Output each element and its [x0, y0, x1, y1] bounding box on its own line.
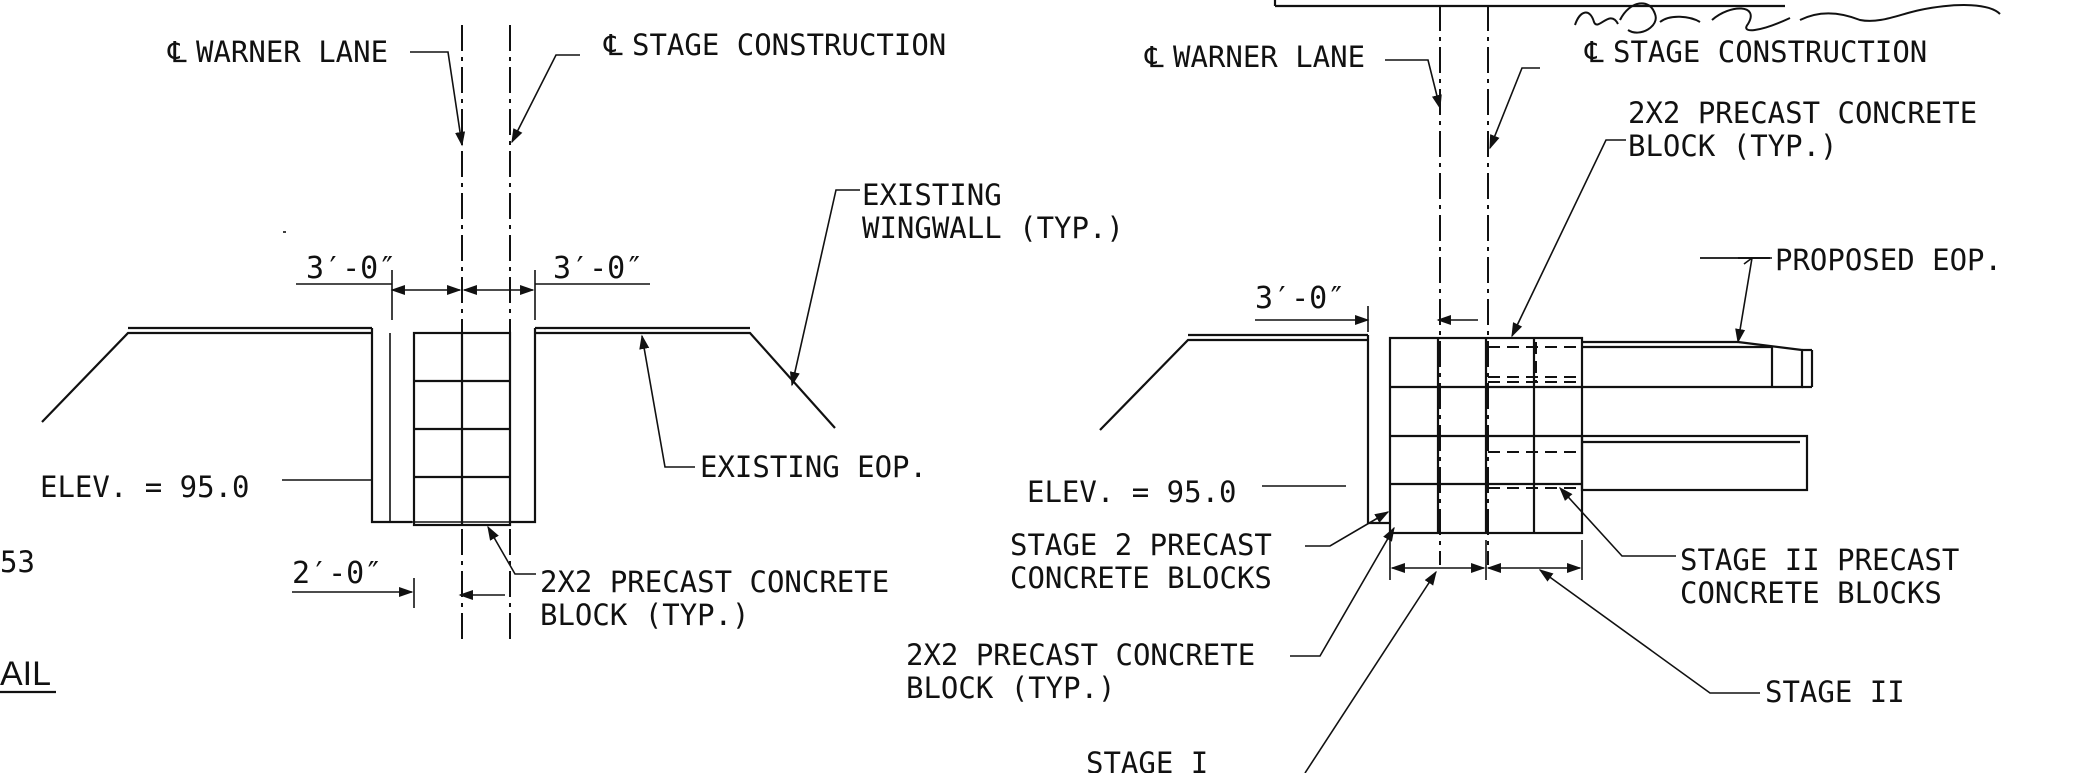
left-existing-grade-right: [535, 331, 836, 429]
left-excavation-right-wall: [510, 328, 537, 524]
right-stage-ii-blocks-2: CONCRETE BLOCKS: [1680, 576, 1942, 610]
right-stage2-label-1: STAGE 2 PRECAST: [1010, 528, 1272, 562]
right-eop-unused: [1740, 258, 1770, 278]
right-eop-unused: [1742, 258, 1770, 270]
right-eop-unused: [1740, 258, 1770, 278]
right-stage-ii-blocks-leader: [1559, 486, 1676, 557]
right-precast-block-assembly: [1388, 336, 1584, 535]
right-elev-label: ELEV. = 95.0: [1027, 475, 1237, 509]
right-block-label-top-2: BLOCK (TYP.): [1628, 129, 1838, 163]
left-stage-construction-label: STAGE CONSTRUCTION: [632, 28, 946, 62]
right-block-label-bottom-1: 2X2 PRECAST CONCRETE: [906, 638, 1255, 672]
right-eop-unused: [1738, 258, 1770, 270]
left-existing-grade-left: [41, 331, 372, 423]
left-block-label-1: 2X2 PRECAST CONCRETE: [540, 565, 889, 599]
left-wingwall-label-2: WINGWALL (TYP.): [862, 211, 1124, 245]
left-dim-3ft-left: 3′-0″: [306, 251, 396, 286]
right-proposed-pavement: [1580, 340, 1814, 492]
right-existing-grade-left: [1099, 338, 1368, 431]
right-proposed-eop-arrow: [1735, 257, 1770, 344]
left-existing-eop-label: EXISTING EOP.: [700, 450, 927, 484]
right-excavation-wall: [1366, 335, 1390, 525]
right-eop-unused: [1742, 258, 1770, 270]
right-eop-unused: [1668, 258, 1770, 338]
left-existing-eop-leader: [639, 334, 695, 468]
right-eop-unused: [1738, 258, 1770, 270]
right-stage-i-leader: [1304, 570, 1437, 773]
right-block-label-bottom-2: BLOCK (TYP.): [906, 671, 1116, 705]
right-eop-unused: [1738, 258, 1770, 270]
left-elev-label: ELEV. = 95.0: [40, 470, 250, 504]
left-dim-3ft-right: 3′-0″: [553, 251, 643, 286]
left-section-view: ℄ WARNER LANE ℄ STAGE CONSTRUCTION 3′-0″: [0, 25, 1124, 694]
right-eop-unused: [1738, 258, 1770, 270]
right-cl-symbol-stage: ℄: [1584, 35, 1604, 69]
signature-scribble: [1574, 2, 2001, 34]
right-eop-unused: [1700, 258, 1770, 310]
edge-title-fragment: AIL: [0, 655, 51, 693]
right-stage-i-label: STAGE I: [1086, 746, 1208, 773]
right-proposed-eop-label: PROPOSED EOP.: [1775, 243, 2002, 277]
left-block-label-2: BLOCK (TYP.): [540, 598, 750, 632]
right-block-bottom-leader: [1290, 526, 1395, 657]
right-section-view: ℄ WARNER LANE ℄ STAGE CONSTRUCTION 2X2 P…: [906, 0, 2002, 773]
left-precast-block-stack: [412, 331, 512, 527]
right-eop-unused: [1700, 258, 1770, 310]
right-block-top-leader: [1511, 139, 1626, 338]
right-stage2-label-2: CONCRETE BLOCKS: [1010, 561, 1272, 595]
left-wingwall-leader: [789, 189, 860, 387]
left-excavation-left-wall: [370, 328, 412, 524]
right-warner-lane-label: WARNER LANE: [1173, 40, 1365, 74]
left-warner-leader: [410, 51, 466, 147]
right-eop-unused: [1738, 258, 1770, 270]
right-warner-leader: [1385, 59, 1442, 110]
left-cl-symbol-warner: ℄: [167, 35, 187, 69]
right-block-label-top-1: 2X2 PRECAST CONCRETE: [1628, 96, 1977, 130]
right-stage-ii-blocks-1: STAGE II PRECAST: [1680, 543, 1959, 577]
right-cl-symbol-warner: ℄: [1144, 40, 1164, 74]
right-eop-unused: [1740, 258, 1770, 278]
right-stage-ii-label: STAGE II: [1765, 675, 1905, 709]
right-proposed-eop-leader-main: [1658, 258, 1770, 344]
right-stage-ii-leader: [1538, 569, 1760, 694]
left-cl-symbol-stage: ℄: [603, 28, 623, 62]
left-warner-lane-label: WARNER LANE: [196, 35, 388, 69]
right-dim-3ft: 3′-0″: [1255, 281, 1345, 316]
edge-number-fragment: 53: [0, 545, 35, 579]
right-stage2-leader: [1305, 511, 1390, 547]
right-stage-construction-label: STAGE CONSTRUCTION: [1613, 35, 1927, 69]
right-eop-unused: [1738, 258, 1770, 270]
left-dim-2ft: 2′-0″: [292, 556, 382, 591]
left-stage-leader: [511, 54, 580, 144]
left-wingwall-label-1: EXISTING: [862, 178, 1002, 212]
right-stage-leader: [1489, 67, 1540, 150]
right-eop-leader-top: [1743, 257, 1772, 265]
right-proposed-base-layer: [1580, 434, 1809, 492]
right-proposed-pavement-top-layer: [1582, 340, 1804, 389]
left-block-label-leader: [487, 525, 536, 575]
right-eop-unused: [1738, 258, 1770, 264]
right-eop-unused: [1738, 258, 1770, 270]
